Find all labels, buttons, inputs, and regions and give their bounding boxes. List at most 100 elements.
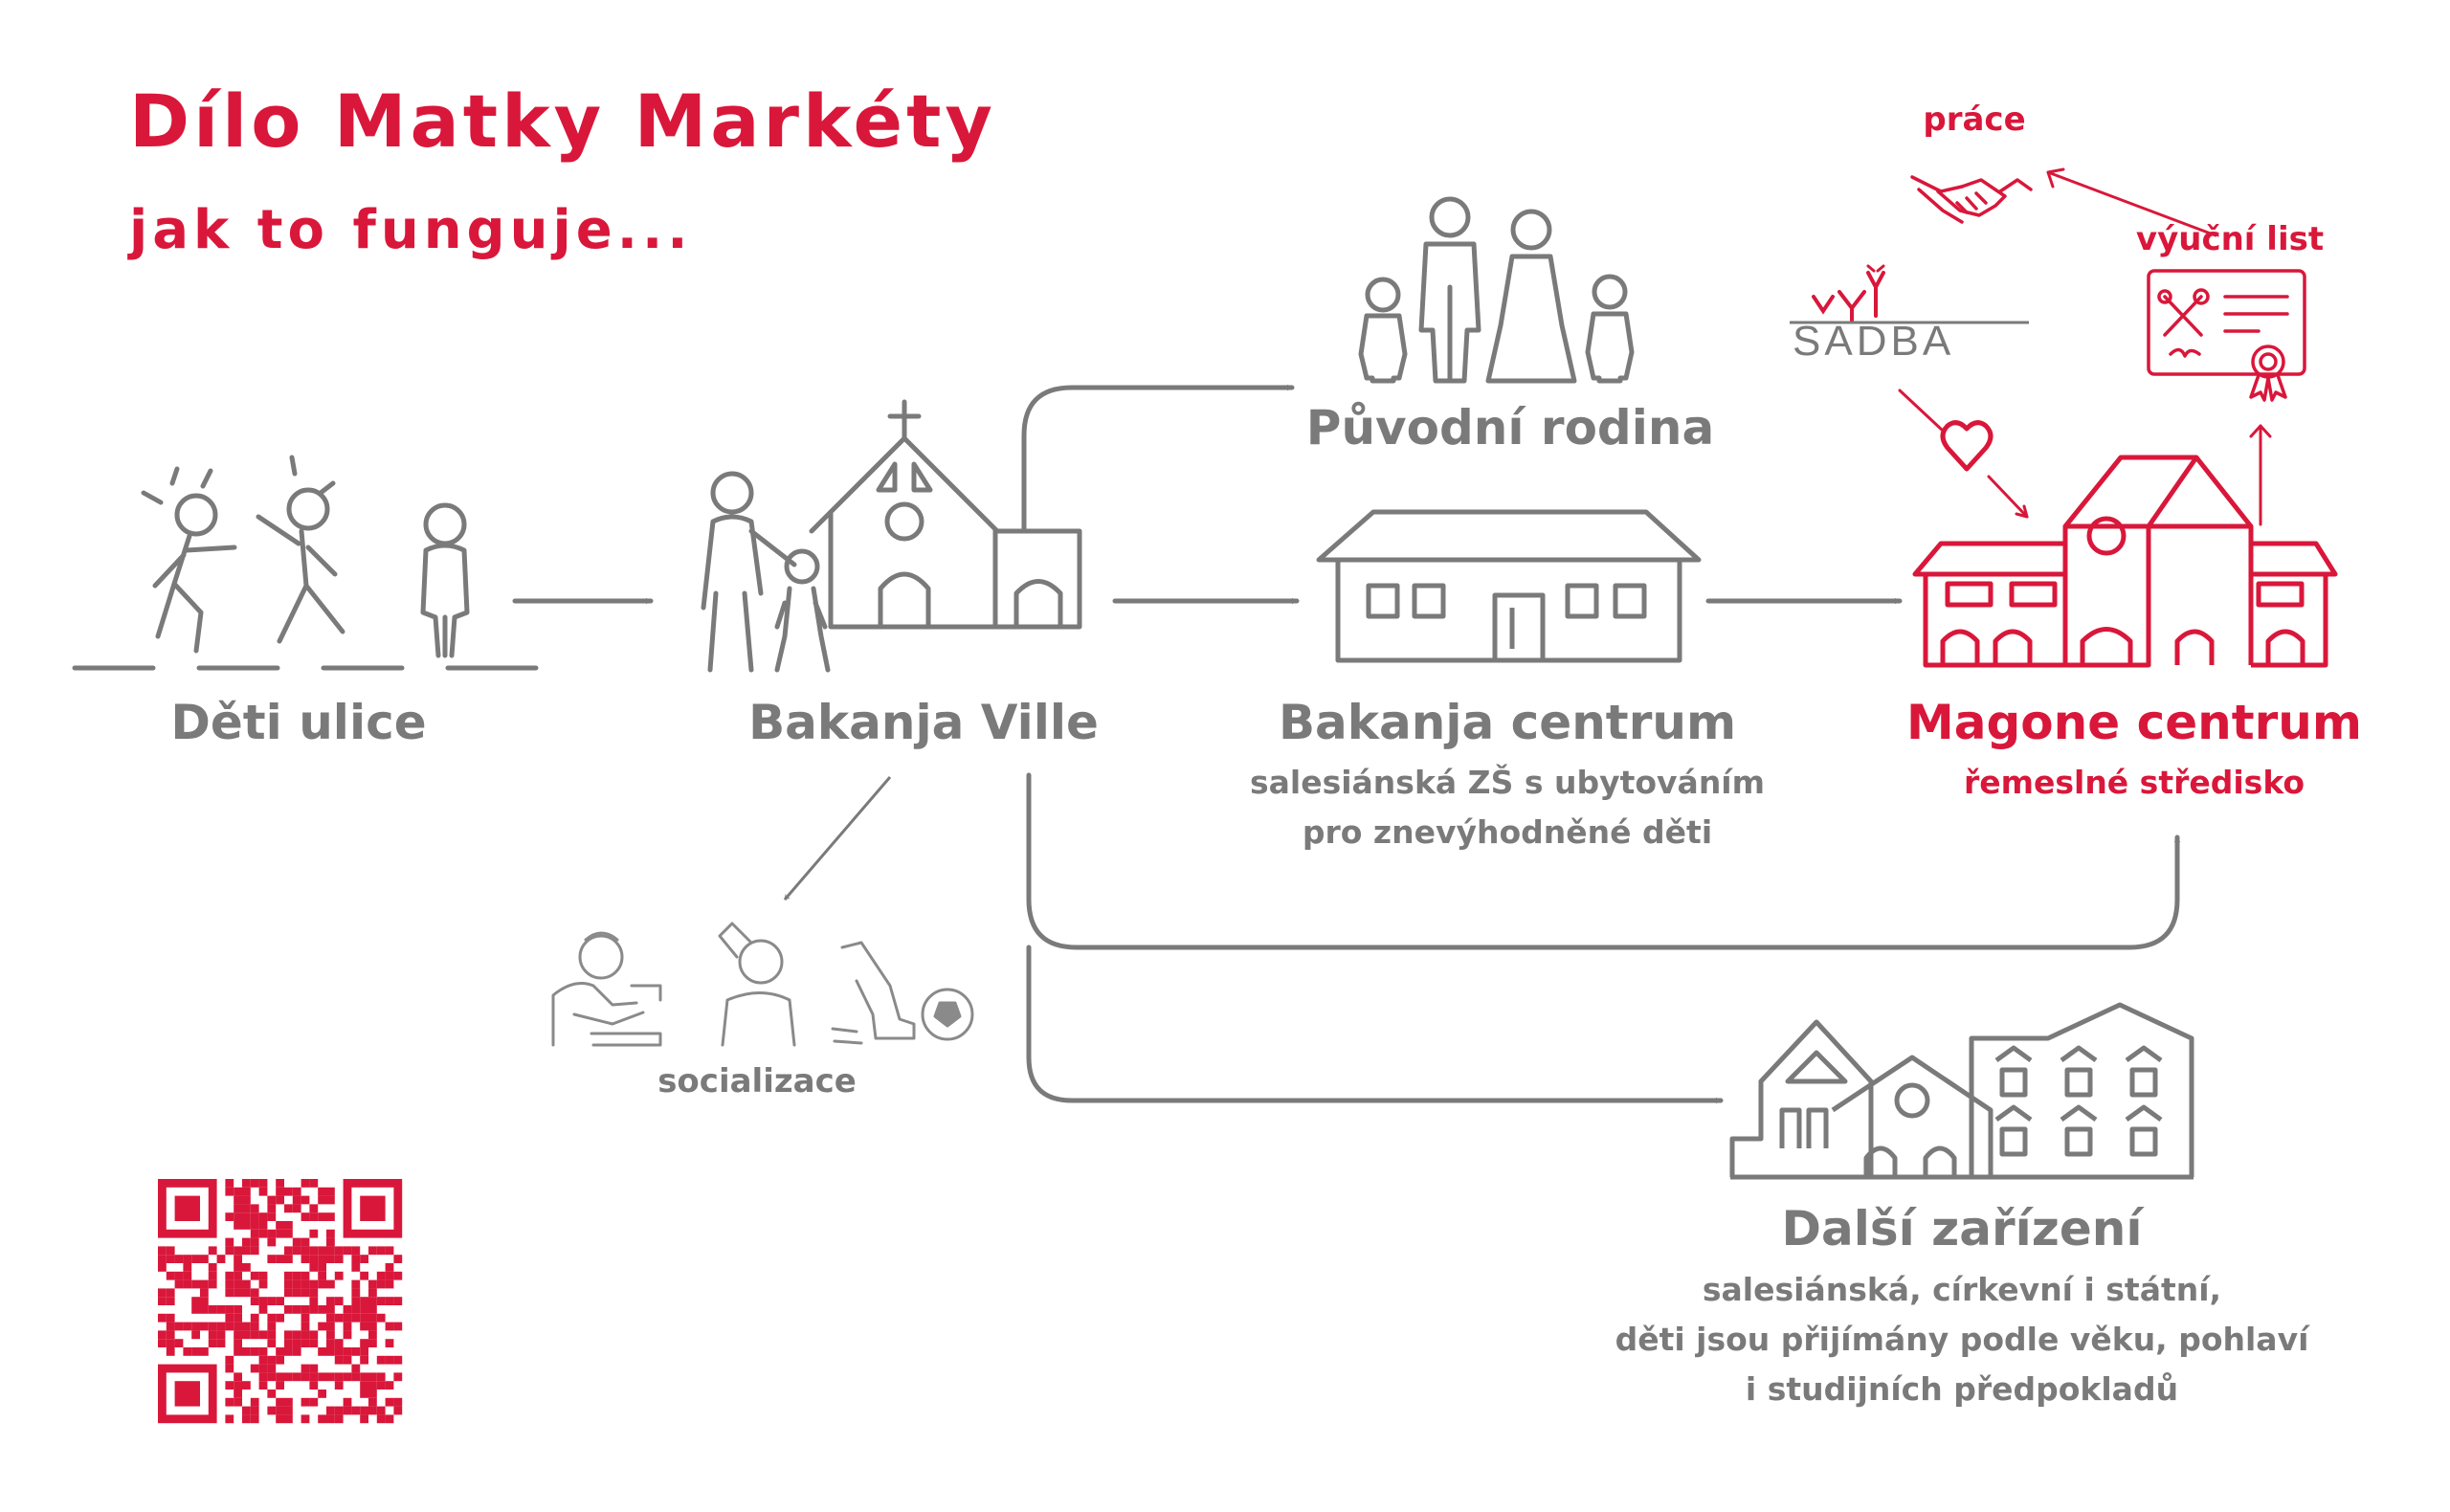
qr-module (326, 1372, 335, 1382)
qr-module (393, 1397, 403, 1407)
qr-module (360, 1390, 368, 1398)
qr-module (258, 1347, 268, 1356)
qr-module (267, 1364, 277, 1373)
qr-module (234, 1263, 242, 1272)
socialization-icon (551, 922, 974, 1047)
qr-module (225, 1313, 234, 1323)
qr-module (301, 1339, 310, 1347)
qr-module (158, 1246, 167, 1256)
qr-finder (157, 1364, 217, 1424)
qr-module (334, 1414, 344, 1424)
qr-module (309, 1179, 319, 1188)
qr-module (318, 1195, 326, 1205)
qr-module (242, 1263, 251, 1272)
qr-module (208, 1263, 217, 1272)
qr-module (309, 1397, 319, 1407)
qr-finder (343, 1179, 403, 1238)
qr-module (284, 1406, 293, 1415)
qr-module (351, 1246, 361, 1256)
qr-module (351, 1288, 361, 1298)
qr-module (166, 1313, 175, 1323)
arrow-ville-to-rodina (1021, 384, 1295, 534)
qr-module (385, 1397, 394, 1407)
qr-module (334, 1297, 344, 1305)
qr-module (276, 1229, 284, 1238)
qr-module (208, 1305, 217, 1314)
qr-module (267, 1237, 277, 1247)
qr-module (351, 1406, 361, 1415)
qr-module (225, 1381, 234, 1390)
qr-module (225, 1414, 234, 1424)
qr-module (191, 1279, 200, 1289)
qr-module (301, 1179, 310, 1188)
qr-module (174, 1255, 184, 1263)
qr-module (292, 1347, 301, 1356)
qr-module (250, 1229, 259, 1238)
qr-module (318, 1187, 326, 1196)
qr-module (351, 1364, 361, 1373)
qr-module (258, 1355, 268, 1365)
qr-module (267, 1212, 277, 1221)
qr-module (183, 1263, 192, 1272)
qr-module (318, 1322, 326, 1331)
qr-module (309, 1288, 319, 1298)
qr-module (368, 1279, 377, 1289)
qr-module (301, 1330, 310, 1340)
qr-module (393, 1322, 403, 1331)
qr-module (225, 1246, 234, 1256)
qr-module (309, 1381, 319, 1390)
qr-module (216, 1305, 226, 1314)
label-deti-ulice: Děti ulice (170, 695, 427, 750)
qr-module (276, 1255, 284, 1263)
qr-module (191, 1322, 200, 1331)
qr-module (242, 1406, 251, 1415)
qr-module (234, 1271, 242, 1280)
qr-module (258, 1372, 268, 1382)
qr-module (200, 1288, 209, 1298)
qr-module (326, 1414, 335, 1424)
qr-module (267, 1255, 277, 1263)
qr-module (242, 1221, 251, 1230)
qr-module (326, 1212, 335, 1221)
qr-module (343, 1305, 352, 1314)
qr-module (360, 1305, 368, 1314)
qr-module (225, 1364, 234, 1373)
qr-module (242, 1195, 251, 1205)
qr-module (368, 1390, 377, 1398)
qr-module (360, 1381, 368, 1390)
qr-module (326, 1229, 335, 1238)
qr-module (385, 1271, 394, 1280)
qr-module (242, 1179, 251, 1188)
qr-module (393, 1297, 403, 1305)
qr-module (250, 1297, 259, 1305)
qr-module (166, 1322, 175, 1331)
qr-module (208, 1322, 217, 1331)
qr-finder (157, 1179, 217, 1238)
qr-module (250, 1313, 259, 1323)
qr-module (385, 1381, 394, 1390)
qr-module (301, 1288, 310, 1298)
town-buildings-icon (1729, 1002, 2194, 1180)
qr-module (234, 1204, 242, 1213)
qr-module (326, 1322, 335, 1331)
qr-module (258, 1271, 268, 1280)
qr-module (368, 1322, 377, 1331)
qr-module (376, 1372, 386, 1382)
qr-module (284, 1255, 293, 1263)
qr-module (343, 1330, 352, 1340)
qr-module (318, 1347, 326, 1356)
qr-module (393, 1372, 403, 1382)
qr-module (292, 1330, 301, 1340)
qr-module (234, 1390, 242, 1398)
qr-module (250, 1330, 259, 1340)
qr-module (276, 1297, 284, 1305)
qr-module (158, 1297, 167, 1305)
qr-module (309, 1229, 319, 1238)
qr-module (216, 1255, 226, 1263)
qr-module (284, 1397, 293, 1407)
qr-module (351, 1279, 361, 1289)
qr-module (326, 1313, 335, 1323)
qr-module (225, 1187, 234, 1196)
page-title: Dílo Matky Markéty (129, 78, 996, 164)
qr-module (258, 1229, 268, 1238)
